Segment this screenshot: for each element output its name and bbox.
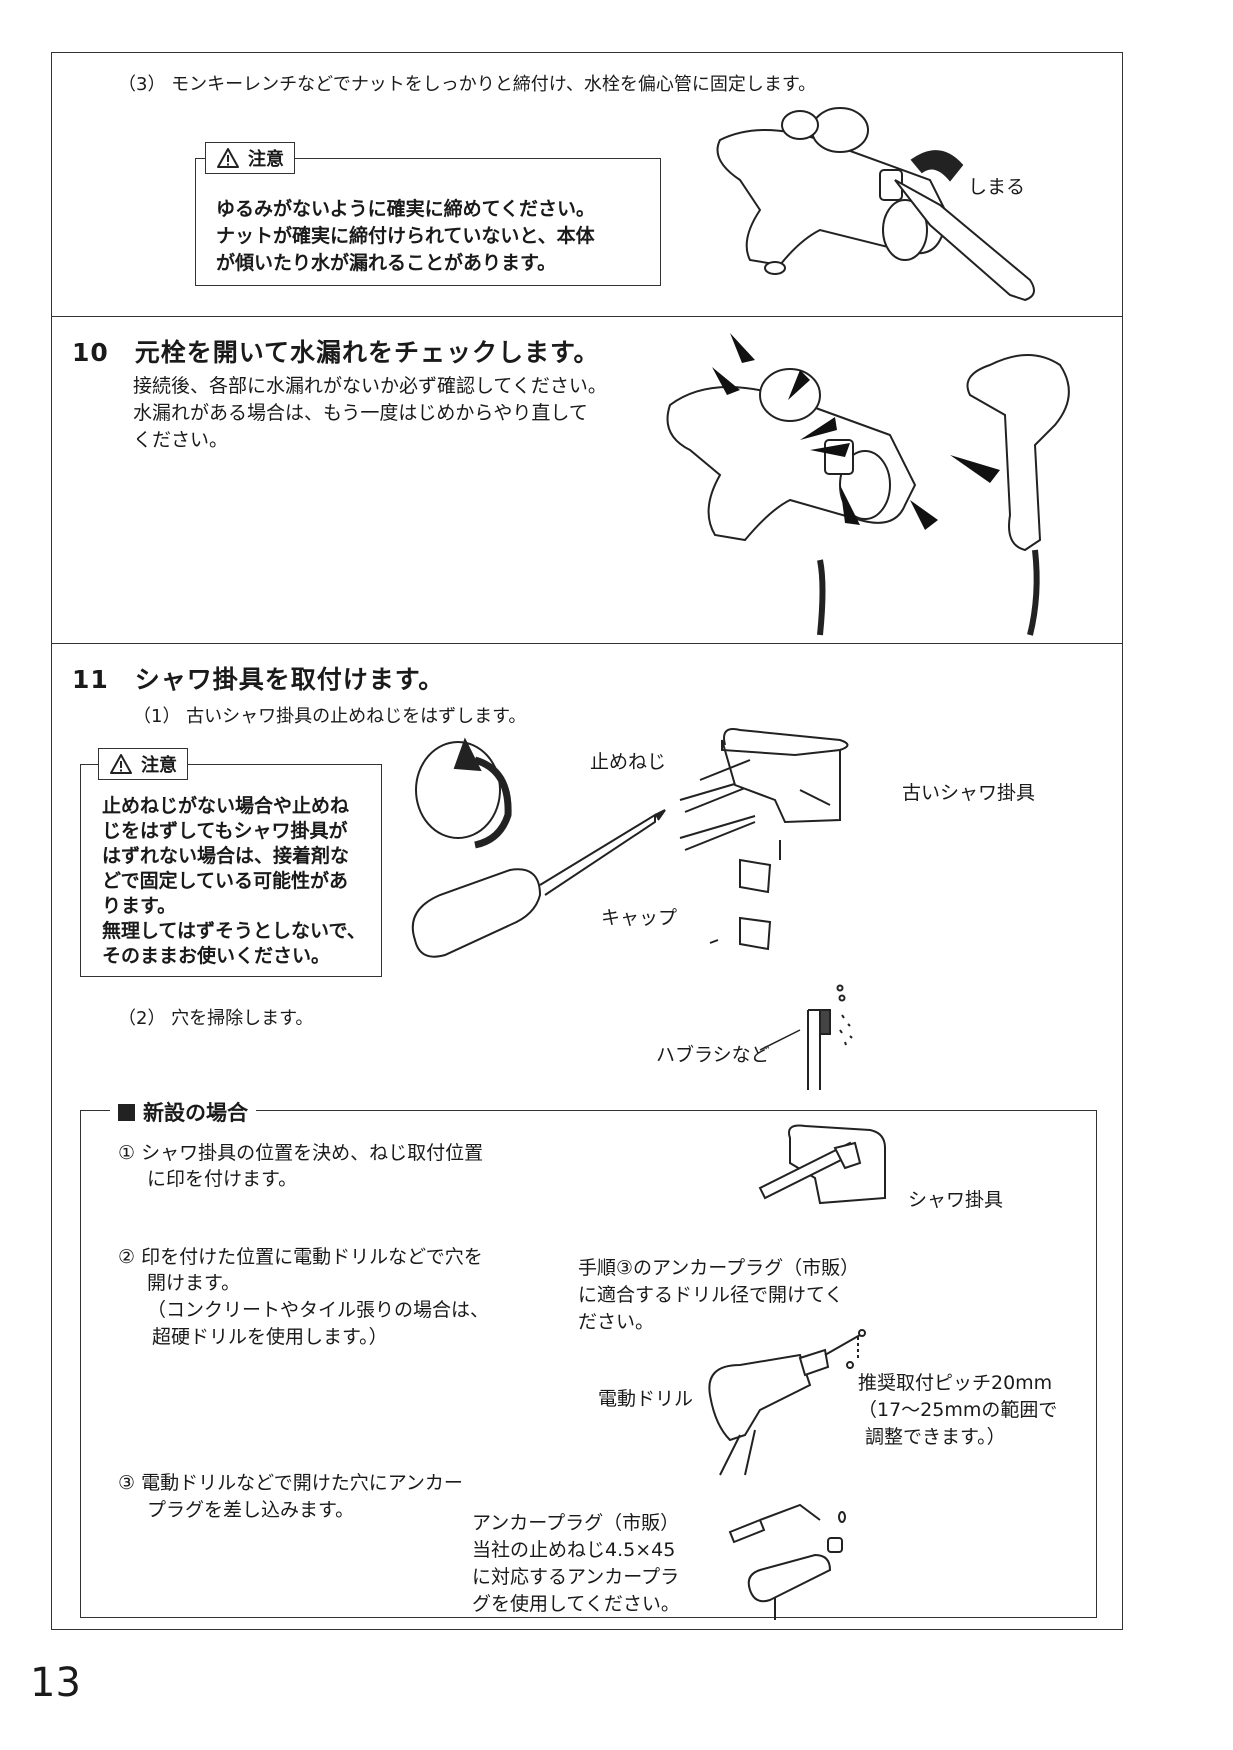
pitch-line1: 推奨取付ピッチ20mm	[858, 1372, 1053, 1394]
step9-caution-line2: ナットが確実に締付けられていないと、本体	[216, 225, 595, 247]
anchor-note-line3: に対応するアンカープラ	[472, 1566, 680, 1588]
old-holder-label: 古いシャワ掛具	[902, 782, 1036, 804]
anchor-note-line1: アンカープラグ（市販）	[472, 1512, 680, 1534]
screwdriver-old-holder-illustration	[411, 728, 849, 958]
screw-label: 止めねじ	[590, 751, 667, 773]
step10-line2: 水漏れがある場合は、もう一度はじめからやり直して	[133, 402, 588, 424]
divider-step11	[51, 643, 1123, 644]
caution-label: 注意	[248, 149, 284, 170]
step11-caution-line4: どで固定している可能性があ	[102, 870, 349, 892]
step10-line3: ください。	[133, 429, 229, 451]
step11-caution-line3: はずれない場合は、接着剤な	[102, 845, 350, 867]
step9-caution-line3: が傾いたり水が漏れることがあります。	[216, 252, 557, 274]
pitch-line3: 調整できます。）	[865, 1426, 1006, 1448]
drill-illustration	[708, 1329, 866, 1476]
step11-caution-line6: 無理してはずそうとしないで、	[102, 920, 366, 942]
toothbrush-leader-line	[759, 1029, 801, 1051]
item2-line4: 超硬ドリルを使用します。）	[152, 1326, 388, 1348]
new-holder-illustration	[758, 1124, 886, 1205]
anchor-plug-illustration	[728, 1503, 846, 1620]
step9-caution-line1: ゆるみがないように確実に締めてください。	[216, 198, 596, 220]
step10-line1: 接続後、各部に水漏れがないか必ず確認してください。	[133, 375, 607, 397]
step11-caution-line5: ります。	[102, 895, 177, 917]
new-install-box	[80, 1110, 1097, 1618]
item1-line1: ① シャワ掛具の位置を決め、ねじ取付位置	[118, 1142, 484, 1164]
shimaru-label: しまる	[968, 176, 1026, 198]
caution-label: 注意	[141, 755, 177, 776]
step11-heading: 11 シャワ掛具を取付けます。	[72, 665, 445, 694]
step11-caution-line1: 止めねじがない場合や止めね	[102, 795, 350, 817]
leak-check-illustration	[666, 333, 1070, 636]
drill-label: 電動ドリル	[598, 1388, 694, 1410]
step11-caution-box	[80, 764, 382, 977]
drill-note-line1: 手順③のアンカープラグ（市販）	[578, 1257, 860, 1279]
item2-line1: ② 印を付けた位置に電動ドリルなどで穴を	[118, 1246, 483, 1268]
drill-note-line2: に適合するドリル径で開けてく	[578, 1284, 844, 1306]
cap-label: キャップ	[601, 907, 678, 929]
toothbrush-illustration	[807, 984, 853, 1090]
item1-line2: に印を付けます。	[147, 1168, 298, 1190]
faucet-wrench-illustration	[716, 107, 1035, 302]
step9-caution-box	[195, 158, 661, 286]
page-number: 13	[30, 1660, 81, 1706]
black-square-icon	[118, 1103, 135, 1121]
step9-sub3: （3） モンキーレンチなどでナットをしっかりと締付け、水栓を偏心管に固定します。	[118, 74, 817, 95]
item2-line3: （コンクリートやタイル張りの場合は、	[147, 1299, 490, 1321]
pitch-line2: （17～25mmの範囲で	[858, 1399, 1058, 1421]
drill-note-line3: ださい。	[578, 1311, 655, 1333]
item3-line1: ③ 電動ドリルなどで開けた穴にアンカー	[118, 1472, 463, 1494]
step10-heading: 10 元栓を開いて水漏れをチェックします。	[72, 338, 600, 367]
step11-caution-line7: そのままお使いください。	[102, 945, 331, 967]
step11-sub1: （1） 古いシャワ掛具の止めねじをはずします。	[133, 706, 527, 727]
step11-caution-line2: じをはずしてもシャワ掛具が	[102, 820, 348, 842]
step11-caution-tag: 注意	[98, 748, 188, 780]
item2-line2: 開けます。	[147, 1272, 241, 1294]
holder-label: シャワ掛具	[908, 1189, 1004, 1211]
warning-triangle-icon	[217, 148, 239, 168]
page-frame	[51, 52, 1123, 1630]
new-install-title: 新設の場合	[110, 1097, 256, 1127]
toothbrush-label: ハブラシなど	[656, 1044, 770, 1066]
item3-line2: プラグを差し込みます。	[147, 1499, 355, 1521]
step11-sub2: （2） 穴を掃除します。	[118, 1008, 314, 1029]
anchor-note-line4: グを使用してください。	[472, 1593, 680, 1615]
anchor-note-line2: 当社の止めねじ4.5×45	[472, 1539, 676, 1561]
warning-triangle-icon	[110, 754, 132, 774]
divider-step10	[51, 316, 1123, 317]
step9-caution-tag: 注意	[205, 142, 295, 174]
